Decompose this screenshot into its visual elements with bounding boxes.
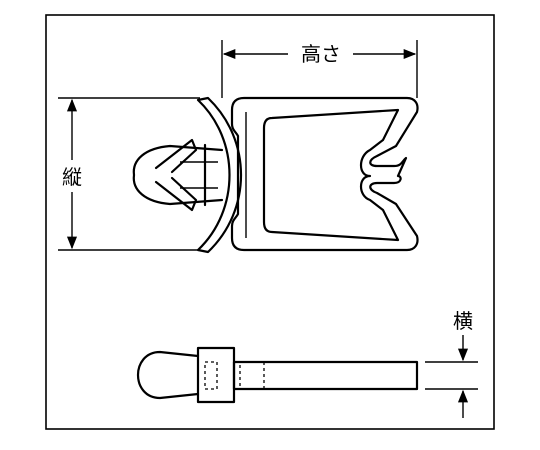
- holder-body-side: [232, 360, 419, 391]
- holder-outer-outline: [230, 96, 419, 252]
- holder-inner-outline: [262, 108, 400, 242]
- spring-plate-outline: [196, 96, 243, 254]
- diagram-frame: [45, 14, 495, 430]
- height-label: 高さ: [301, 42, 341, 66]
- mounting-pin-barb-upper: [154, 138, 198, 174]
- mounting-pin-head: [132, 144, 224, 206]
- pin-tip-side: [136, 350, 200, 400]
- clip-side-view: [136, 346, 419, 404]
- vertical-label: 縦: [62, 165, 82, 189]
- vertical-dimension: 縦: [58, 97, 200, 251]
- pin-collar-side: [196, 346, 236, 404]
- height-dimension: 高さ: [221, 40, 418, 98]
- mounting-pin-barb-lower: [154, 176, 198, 212]
- horizontal-dimension: 横: [425, 309, 478, 418]
- horizontal-label: 横: [453, 309, 473, 333]
- clip-top-view: [132, 96, 419, 254]
